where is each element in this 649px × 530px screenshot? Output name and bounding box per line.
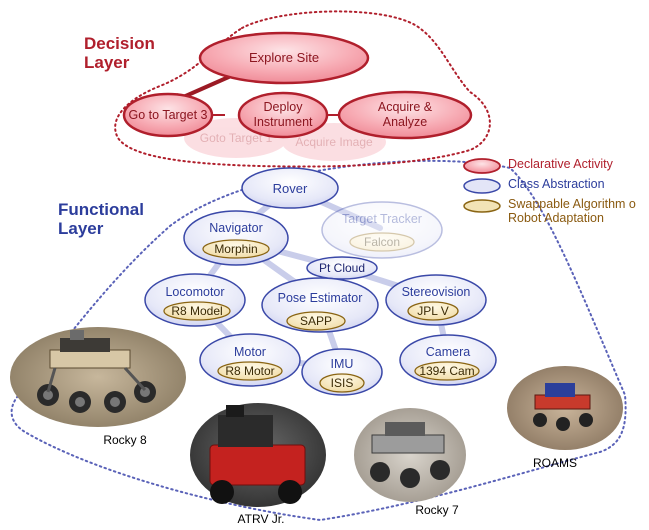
- decision-layer-title: Decision Layer: [84, 34, 155, 72]
- rover-node: [241, 167, 339, 209]
- falcon-label: Falcon: [364, 235, 400, 249]
- explore-site-node: [198, 31, 370, 85]
- legend-declarative-label: Declarative Activity: [508, 157, 613, 171]
- decision-layer-title-line1: Decision: [84, 34, 155, 53]
- motor-label: Motor: [234, 345, 266, 359]
- pt-cloud-node: [306, 256, 378, 280]
- deploy-instrument-node: [237, 91, 329, 139]
- rocky-8-caption: Rocky 8: [103, 433, 147, 447]
- explore-site-label: Explore Site: [249, 50, 319, 65]
- imu-label: IMU: [331, 357, 354, 371]
- roams-photo: [507, 366, 623, 450]
- go-to-target-label: Go to Target 3: [129, 108, 208, 122]
- isis-label: ISIS: [331, 376, 354, 390]
- acquire-analyze-node: [337, 90, 473, 140]
- rocky-7-photo: [354, 408, 466, 502]
- declarative-activity-symbol: [463, 158, 501, 174]
- 1394-cam-label: 1394 Cam: [419, 364, 474, 378]
- rover-label: Rover: [273, 181, 308, 196]
- functional-layer-title: Functional Layer: [58, 200, 144, 238]
- legend-class-label: Class Abstraction: [508, 177, 605, 191]
- decision-layer-boundary: [114, 10, 491, 168]
- legend-row-declarative: Declarative Activity: [462, 156, 649, 176]
- 1394-cam-algorithm: [414, 361, 480, 381]
- legend-swappable-label-2: Robot Adaptation: [508, 211, 604, 225]
- target-tracker-label: Target Tracker: [342, 212, 422, 226]
- legend-row-swappable: Swappable Algorithm o Robot Adaptation: [462, 196, 649, 228]
- deploy-instrument-label-2: Instrument: [253, 115, 313, 129]
- rocky-7-caption: Rocky 7: [415, 503, 459, 517]
- pt-cloud-label: Pt Cloud: [319, 261, 365, 275]
- stereovision-label: Stereovision: [402, 285, 471, 299]
- functional-layer-title-line2: Layer: [58, 219, 104, 238]
- camera-label: Camera: [426, 345, 471, 359]
- class-abstraction-symbol: [463, 178, 501, 194]
- swappable-algorithm-symbol: [463, 199, 501, 213]
- ghost-goto-target-label: Goto Target 1: [200, 131, 273, 145]
- pose-estimator-label: Pose Estimator: [278, 291, 363, 305]
- falcon-algorithm: [349, 232, 415, 252]
- jpl-v-algorithm: [407, 301, 459, 321]
- roams-caption: ROAMS: [533, 456, 577, 470]
- go-to-target-node: [122, 92, 214, 138]
- locomotor-label: Locomotor: [165, 285, 224, 299]
- sapp-algorithm: [286, 311, 346, 331]
- deploy-instrument-label-1: Deploy: [264, 100, 304, 114]
- morphin-label: Morphin: [214, 242, 257, 256]
- acquire-analyze-label-1: Acquire &: [378, 100, 433, 114]
- decision-layer-title-line2: Layer: [84, 53, 130, 72]
- functional-layer-title-line1: Functional: [58, 200, 144, 219]
- legend-swappable-label-1: Swappable Algorithm o: [508, 197, 636, 211]
- morphin-algorithm: [202, 239, 270, 259]
- jpl-v-label: JPL V: [417, 304, 449, 318]
- rocky-8-photo: [10, 327, 186, 427]
- legend-row-class: Class Abstraction: [462, 176, 649, 196]
- r8-motor-label: R8 Motor: [225, 364, 274, 378]
- ghost-acquire-image-label: Acquire Image: [295, 135, 373, 149]
- legend: Declarative Activity Class Abstraction S…: [462, 156, 649, 228]
- sapp-label: SAPP: [300, 314, 332, 328]
- r8-motor-algorithm: [217, 361, 283, 381]
- acquire-analyze-label-2: Analyze: [383, 115, 428, 129]
- atrv-jr-caption: ATRV Jr.: [238, 512, 285, 526]
- navigator-label: Navigator: [209, 221, 263, 235]
- r8-model-algorithm: [163, 301, 231, 321]
- target-tracker-node: Target Tracker Falcon: [321, 201, 443, 259]
- r8-model-label: R8 Model: [171, 304, 222, 318]
- isis-algorithm: [319, 373, 365, 393]
- atrv-jr-photo: [190, 403, 326, 507]
